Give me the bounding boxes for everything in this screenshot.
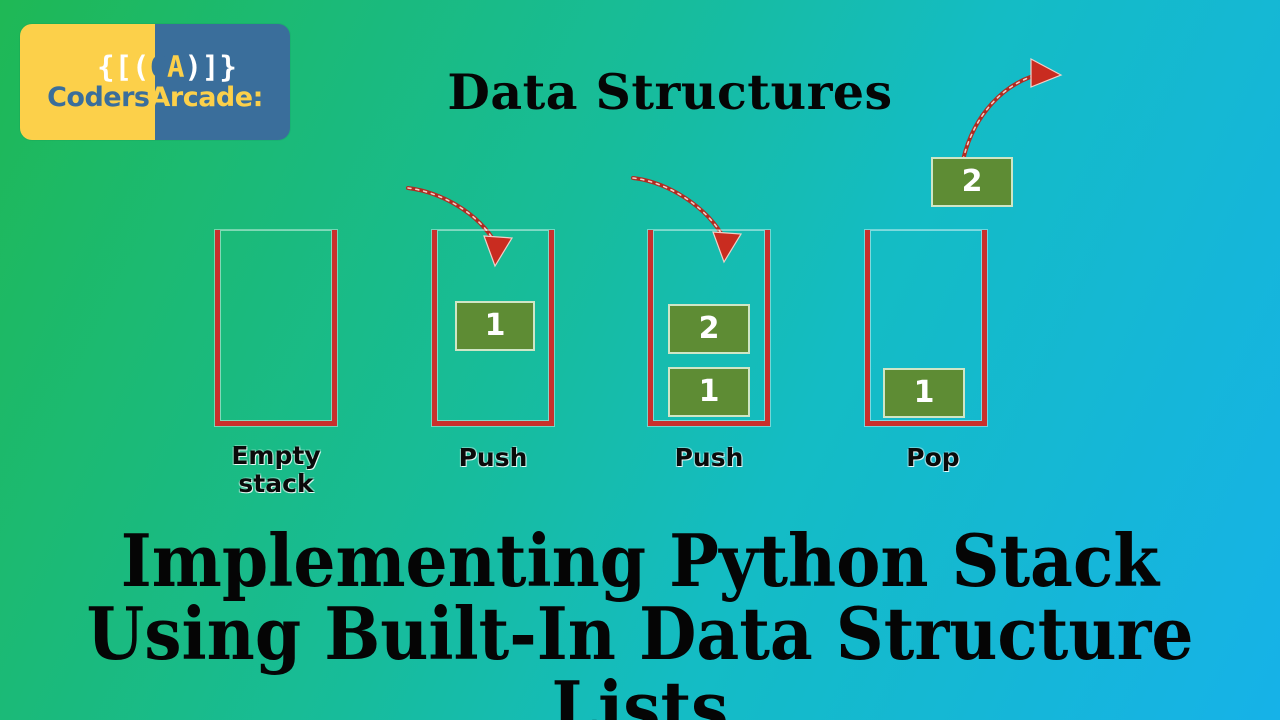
logo-text-layer: {[(CA)]} CodersArcade:: [20, 24, 290, 140]
page-title: Data Structures: [447, 63, 893, 121]
logo-brackets-right: )]}: [184, 50, 237, 84]
stack-vessel-empty: [215, 230, 337, 426]
stack-cell: 1: [668, 367, 750, 417]
stack-vessel-pop: [865, 230, 987, 426]
stack-caption-push-one: Push: [458, 443, 528, 472]
stack-cell: 1: [883, 368, 965, 418]
stack-vessel-push-one: [432, 230, 554, 426]
logo-letter-c: C: [149, 50, 167, 84]
logo-word-arcade: Arcade:: [149, 82, 264, 113]
logo-letter-a: A: [167, 50, 185, 84]
logo-bracket-line: {[(CA)]}: [97, 53, 237, 82]
stack-cell: 2: [668, 304, 750, 354]
logo-brackets-left: {[(: [97, 50, 150, 84]
stack-caption-pop: Pop: [906, 443, 960, 472]
stack-cell: 1: [455, 301, 535, 351]
stack-caption-push-two: Push: [674, 443, 744, 472]
brand-logo: {[(CA)]} CodersArcade:: [20, 24, 290, 140]
logo-word-coders: Coders: [47, 82, 150, 113]
stack-vessel-push-two: [648, 230, 770, 426]
stack-ejected-cell: 2: [931, 157, 1013, 207]
subtitle-block: Implementing Python Stack Using Built-In…: [0, 524, 1280, 720]
subtitle-line-1: Implementing Python Stack: [120, 518, 1160, 603]
stack-caption-empty: Empty stack: [231, 441, 321, 498]
logo-right-panel: [155, 24, 290, 140]
logo-left-panel: [20, 24, 155, 140]
subtitle-line-2: Using Built-In Data Structure Lists: [86, 591, 1194, 720]
logo-word-line: CodersArcade:: [47, 84, 263, 111]
